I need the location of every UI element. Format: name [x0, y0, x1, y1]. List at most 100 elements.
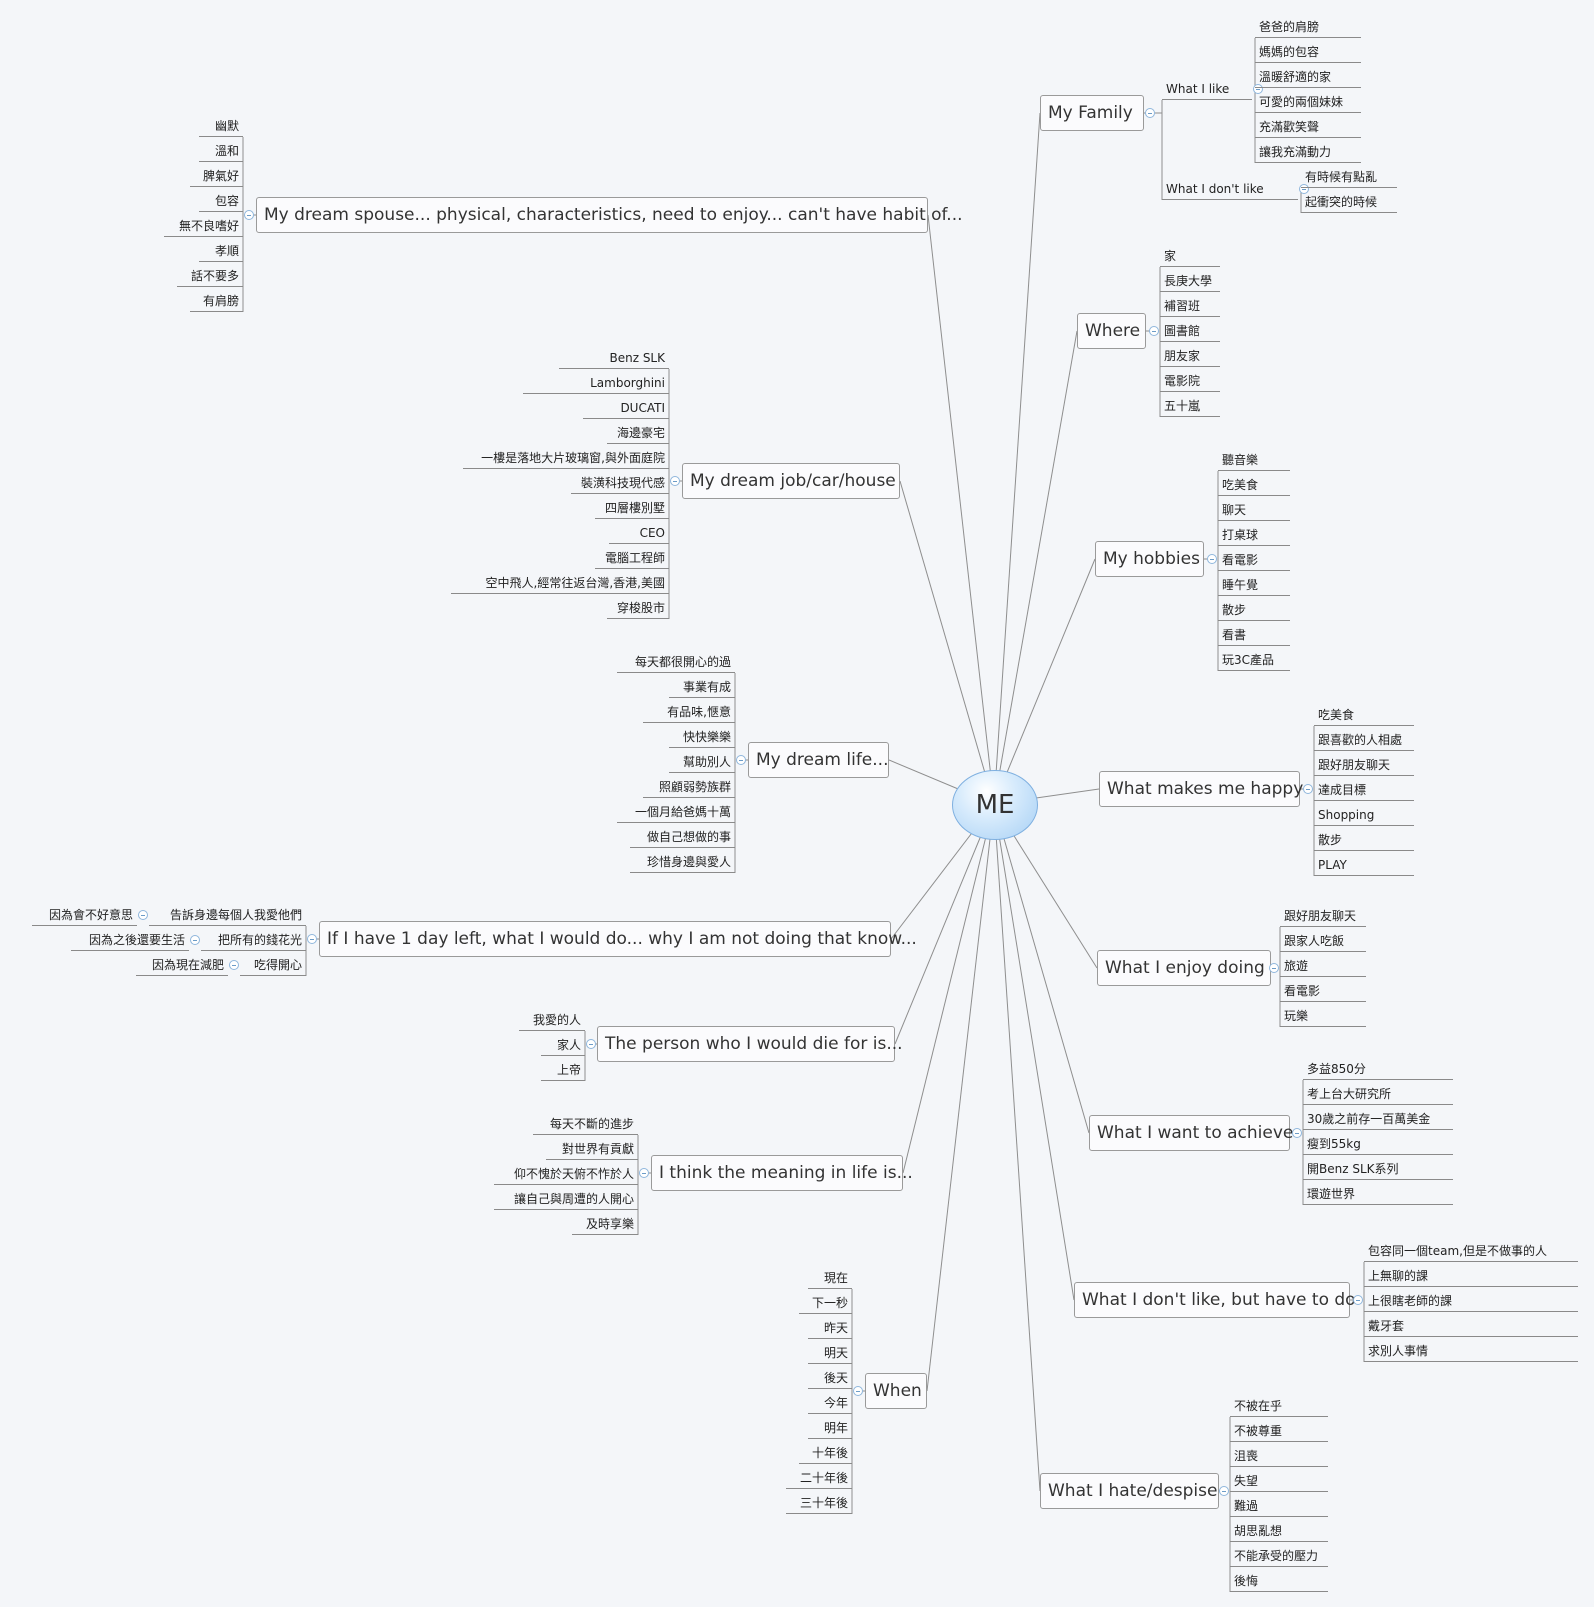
when-item[interactable]: 昨天 [808, 1317, 852, 1339]
die-for-item[interactable]: 我愛的人 [519, 1009, 585, 1031]
when-item[interactable]: 三十年後 [786, 1492, 852, 1514]
topic-one-day-left[interactable]: If I have 1 day left, what I would do...… [319, 921, 917, 957]
happy-item[interactable]: 跟喜歡的人相處 [1314, 729, 1414, 751]
enjoy-item[interactable]: 玩樂 [1280, 1005, 1366, 1027]
family-dislike-item[interactable]: 起衝突的時候 [1301, 191, 1397, 213]
happy-item[interactable]: Shopping [1314, 804, 1414, 826]
spouse-trait-item[interactable]: 話不要多 [177, 265, 243, 287]
topic-dont-like-but-have-to[interactable]: What I don't like, but have to do [1074, 1282, 1356, 1318]
dream-item[interactable]: 空中飛人,經常往返台灣,香港,美國 [451, 572, 669, 594]
happy-item[interactable]: 達成目標 [1314, 779, 1414, 801]
happy-item[interactable]: 散步 [1314, 829, 1414, 851]
when-item[interactable]: 今年 [808, 1392, 852, 1414]
topic-meaning-of-life[interactable]: I think the meaning in life is... [651, 1155, 913, 1191]
collapse-toggle-icon[interactable] [736, 755, 746, 765]
dislike-item[interactable]: 上很瞎老師的課 [1364, 1290, 1578, 1312]
topic-where[interactable]: Where [1077, 313, 1146, 349]
enjoy-item[interactable]: 跟好朋友聊天 [1280, 905, 1366, 927]
achieve-item[interactable]: 開Benz SLK系列 [1303, 1158, 1453, 1180]
where-item[interactable]: 電影院 [1160, 370, 1220, 392]
hobby-item[interactable]: 吃美食 [1218, 474, 1290, 496]
hate-item[interactable]: 不被在乎 [1230, 1395, 1328, 1417]
collapse-toggle-icon[interactable] [1353, 1295, 1363, 1305]
dislike-item[interactable]: 包容同一個team,但是不做事的人 [1364, 1240, 1578, 1262]
dream-item[interactable]: 電腦工程師 [595, 547, 669, 569]
collapse-toggle-icon[interactable] [1145, 108, 1155, 118]
dislike-item[interactable]: 戴牙套 [1364, 1315, 1578, 1337]
achieve-item[interactable]: 考上台大研究所 [1303, 1083, 1453, 1105]
topic-what-i-want-to-achieve[interactable]: What I want to achieve [1089, 1115, 1293, 1151]
topic-my-family[interactable]: My Family [1040, 95, 1144, 131]
where-item[interactable]: 家 [1160, 245, 1220, 267]
hobby-item[interactable]: 散步 [1218, 599, 1290, 621]
topic-what-i-enjoy-doing[interactable]: What I enjoy doing [1097, 950, 1271, 986]
hate-item[interactable]: 失望 [1230, 1470, 1328, 1492]
when-item[interactable]: 二十年後 [786, 1467, 852, 1489]
dream-item[interactable]: 海邊豪宅 [607, 422, 669, 444]
happy-item[interactable]: PLAY [1314, 854, 1414, 876]
collapse-toggle-icon[interactable] [1149, 326, 1159, 336]
dream-item[interactable]: Lamborghini [523, 372, 669, 394]
topic-dream-job[interactable]: My dream job/car/house [682, 463, 900, 499]
dream-life-item[interactable]: 有品味,愜意 [643, 701, 735, 723]
family-like-item[interactable]: 充滿歡笑聲 [1255, 116, 1361, 138]
dream-item[interactable]: 四層樓別墅 [595, 497, 669, 519]
when-item[interactable]: 後天 [808, 1367, 852, 1389]
spouse-trait-item[interactable]: 無不良嗜好 [164, 215, 243, 237]
family-like-item[interactable]: 爸爸的肩膀 [1255, 16, 1361, 38]
central-topic-me[interactable]: ME [952, 770, 1038, 840]
topic-dream-spouse[interactable]: My dream spouse... physical, characteris… [256, 197, 963, 233]
achieve-item[interactable]: 多益850分 [1303, 1058, 1453, 1080]
spouse-trait-item[interactable]: 孝順 [199, 240, 243, 262]
dream-life-item[interactable]: 做自己想做的事 [630, 826, 735, 848]
family-like-item[interactable]: 讓我充滿動力 [1255, 141, 1361, 163]
family-like-item[interactable]: 媽媽的包容 [1255, 41, 1361, 63]
dream-life-item[interactable]: 珍惜身邊與愛人 [630, 851, 735, 873]
meaning-item[interactable]: 仰不愧於天俯不怍於人 [494, 1163, 638, 1185]
where-item[interactable]: 長庚大學 [1160, 270, 1220, 292]
spouse-trait-item[interactable]: 有肩膀 [190, 290, 243, 312]
where-item[interactable]: 朋友家 [1160, 345, 1220, 367]
collapse-toggle-icon[interactable] [586, 1039, 596, 1049]
hobby-item[interactable]: 看書 [1218, 624, 1290, 646]
collapse-toggle-icon[interactable] [1299, 184, 1309, 194]
one-day-reason-item[interactable]: 因為之後還要生活 [71, 929, 189, 951]
collapse-toggle-icon[interactable] [1269, 963, 1279, 973]
hate-item[interactable]: 不能承受的壓力 [1230, 1545, 1328, 1567]
meaning-item[interactable]: 讓自己與周遭的人開心 [494, 1188, 638, 1210]
dream-item[interactable]: Benz SLK [559, 347, 669, 369]
hobby-item[interactable]: 玩3C產品 [1218, 649, 1290, 671]
when-item[interactable]: 明年 [808, 1417, 852, 1439]
dream-item[interactable]: CEO [609, 522, 669, 544]
hobby-item[interactable]: 看電影 [1218, 549, 1290, 571]
one-day-action-item[interactable]: 吃得開心 [240, 954, 306, 976]
one-day-reason-item[interactable]: 因為現在減肥 [136, 954, 228, 976]
hate-item[interactable]: 不被尊重 [1230, 1420, 1328, 1442]
hobby-item[interactable]: 聽音樂 [1218, 449, 1290, 471]
dream-life-item[interactable]: 照顧弱勢族群 [643, 776, 735, 798]
enjoy-item[interactable]: 跟家人吃飯 [1280, 930, 1366, 952]
spouse-trait-item[interactable]: 溫和 [199, 140, 243, 162]
enjoy-item[interactable]: 旅遊 [1280, 955, 1366, 977]
topic-die-for[interactable]: The person who I would die for is... [597, 1026, 903, 1062]
topic-what-i-hate[interactable]: What I hate/despise [1040, 1473, 1219, 1509]
happy-item[interactable]: 跟好朋友聊天 [1314, 754, 1414, 776]
where-item[interactable]: 圖書館 [1160, 320, 1220, 342]
achieve-item[interactable]: 瘦到55kg [1303, 1133, 1453, 1155]
hobby-item[interactable]: 睡午覺 [1218, 574, 1290, 596]
happy-item[interactable]: 吃美食 [1314, 704, 1414, 726]
when-item[interactable]: 明天 [808, 1342, 852, 1364]
hate-item[interactable]: 沮喪 [1230, 1445, 1328, 1467]
collapse-toggle-icon[interactable] [1219, 1486, 1229, 1496]
one-day-action-item[interactable]: 把所有的錢花光 [201, 929, 306, 951]
die-for-item[interactable]: 上帝 [541, 1059, 585, 1081]
enjoy-item[interactable]: 看電影 [1280, 980, 1366, 1002]
collapse-toggle-icon[interactable] [307, 934, 317, 944]
where-item[interactable]: 補習班 [1160, 295, 1220, 317]
dream-item[interactable]: 裝潢科技現代感 [571, 472, 669, 494]
collapse-toggle-icon[interactable] [1207, 554, 1217, 564]
family-like-item[interactable]: 可愛的兩個妹妹 [1255, 91, 1361, 113]
spouse-trait-item[interactable]: 包容 [199, 190, 243, 212]
hate-item[interactable]: 難過 [1230, 1495, 1328, 1517]
collapse-toggle-icon[interactable] [853, 1386, 863, 1396]
